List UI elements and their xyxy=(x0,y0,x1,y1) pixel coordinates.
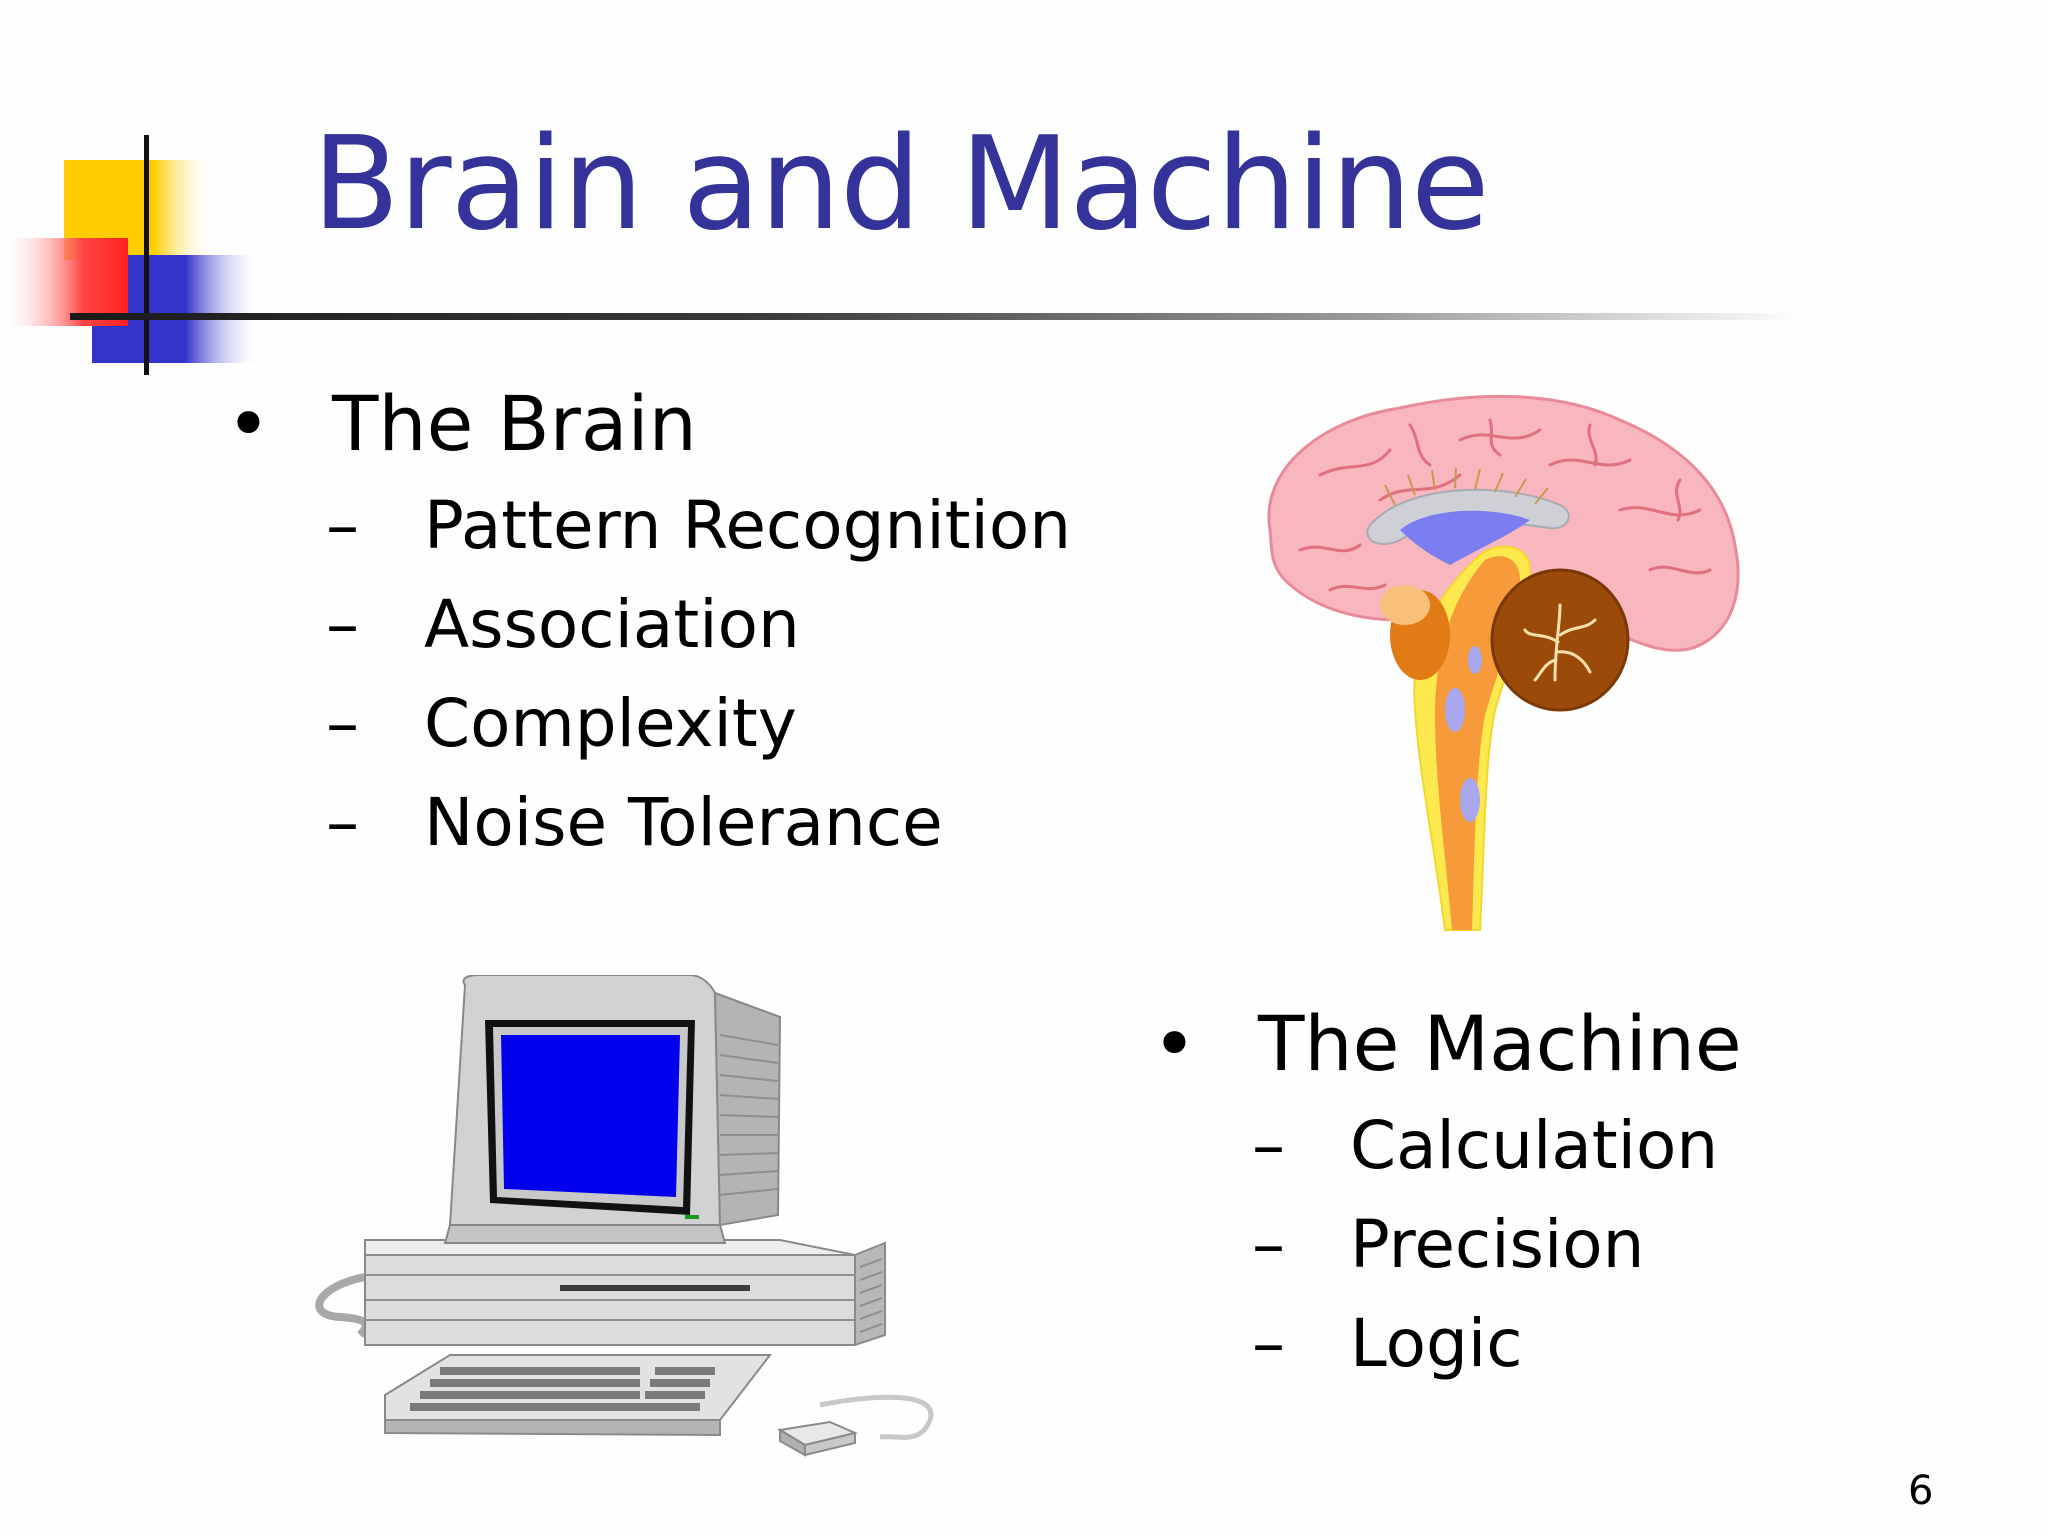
dash-icon: – xyxy=(1252,1305,1285,1382)
brain-heading-row: • The Brain xyxy=(226,376,1071,472)
list-item: –Precision xyxy=(1152,1195,1742,1294)
desktop-computer-illustration-icon xyxy=(315,975,934,1457)
brain-bullet: • The Brain –Pattern Recognition –Associ… xyxy=(226,376,1071,872)
dash-icon: – xyxy=(1252,1107,1285,1184)
slide-title: Brain and Machine xyxy=(312,110,1490,259)
list-item: –Pattern Recognition xyxy=(226,476,1071,575)
list-item: –Logic xyxy=(1152,1294,1742,1393)
machine-heading-row: • The Machine xyxy=(1152,996,1742,1092)
dash-icon: – xyxy=(326,784,359,861)
brain-item-label: Noise Tolerance xyxy=(424,784,943,861)
corner-decoration-icon xyxy=(0,135,262,375)
brain-bullet-list: • The Brain –Pattern Recognition –Associ… xyxy=(226,376,1071,872)
machine-heading: The Machine xyxy=(1258,999,1742,1088)
machine-item-label: Logic xyxy=(1350,1305,1523,1382)
bullet-icon: • xyxy=(1152,999,1197,1088)
machine-item-label: Precision xyxy=(1350,1206,1645,1283)
brain-item-label: Pattern Recognition xyxy=(424,487,1072,564)
brain-illustration-icon xyxy=(1267,394,1740,931)
machine-bullet-list: • The Machine –Calculation –Precision –L… xyxy=(1152,996,1742,1393)
bullet-icon: • xyxy=(226,379,271,468)
list-item: –Association xyxy=(226,575,1071,674)
dash-icon: – xyxy=(326,487,359,564)
brain-heading: The Brain xyxy=(332,379,697,468)
dash-icon: – xyxy=(326,586,359,663)
page-number: 6 xyxy=(1908,1468,1934,1514)
brain-sub-list: –Pattern Recognition –Association –Compl… xyxy=(226,476,1071,872)
machine-sub-list: –Calculation –Precision –Logic xyxy=(1152,1096,1742,1393)
dash-icon: – xyxy=(1252,1206,1285,1283)
title-underline xyxy=(70,313,1800,320)
list-item: –Complexity xyxy=(226,674,1071,773)
brain-item-label: Association xyxy=(424,586,800,663)
dash-icon: – xyxy=(326,685,359,762)
list-item: –Noise Tolerance xyxy=(226,773,1071,872)
machine-bullet: • The Machine –Calculation –Precision –L… xyxy=(1152,996,1742,1393)
machine-item-label: Calculation xyxy=(1350,1107,1719,1184)
list-item: –Calculation xyxy=(1152,1096,1742,1195)
brain-item-label: Complexity xyxy=(424,685,797,762)
